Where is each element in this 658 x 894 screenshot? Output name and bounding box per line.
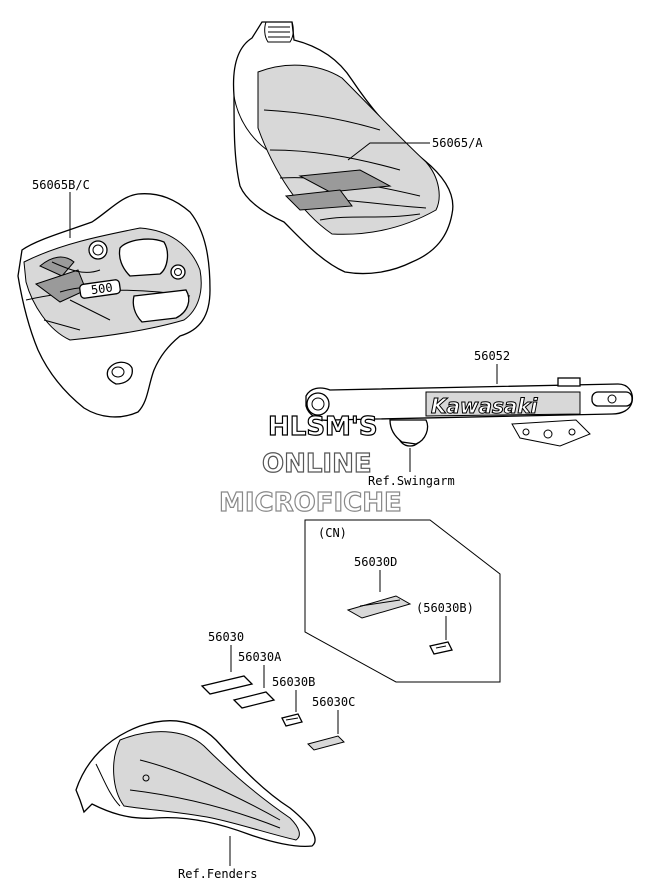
- label-cn-56030b: (56030B): [416, 601, 474, 615]
- cn-variant-box: (CN) 56030D (56030B): [304, 519, 501, 683]
- decal-56030c: [307, 735, 345, 751]
- decal-cn-56030d: [346, 595, 412, 619]
- watermark-line3: MICROFICHE: [219, 488, 402, 518]
- swingarm-brand-text: Kawasaki: [431, 394, 539, 418]
- label-cn-56030d: 56030D: [354, 555, 397, 569]
- swingarm: Kawasaki: [305, 377, 634, 447]
- decal-56030: [200, 675, 254, 695]
- label-56030a: 56030A: [238, 650, 282, 664]
- decal-cn-56030b: [429, 641, 453, 655]
- label-swingarm-decal: 56052: [474, 349, 510, 363]
- side-shroud: 500: [17, 193, 211, 418]
- label-shroud: 56065B/C: [32, 178, 90, 192]
- fuel-tank: [232, 21, 454, 275]
- label-56030c: 56030C: [312, 695, 355, 709]
- decal-56030a: [232, 691, 276, 709]
- rear-fender: [75, 720, 316, 848]
- label-56030: 56030: [208, 630, 244, 644]
- label-tank: 56065/A: [432, 136, 483, 150]
- decal-56030b: [281, 713, 303, 727]
- shroud-graphic-text: 500: [90, 280, 113, 297]
- label-cn: (CN): [318, 526, 347, 540]
- label-ref-swingarm: Ref.Swingarm: [368, 474, 455, 488]
- watermark: HLSM'S ONLINE MICROFICHE: [218, 411, 402, 518]
- label-ref-fenders: Ref.Fenders: [178, 867, 257, 881]
- watermark-line1: HLSM'S: [268, 412, 378, 442]
- leader-tank: [347, 142, 430, 161]
- watermark-line2: ONLINE: [262, 449, 372, 479]
- small-decals: 56030 56030A 56030B 56030C: [200, 630, 355, 751]
- label-56030b: 56030B: [272, 675, 315, 689]
